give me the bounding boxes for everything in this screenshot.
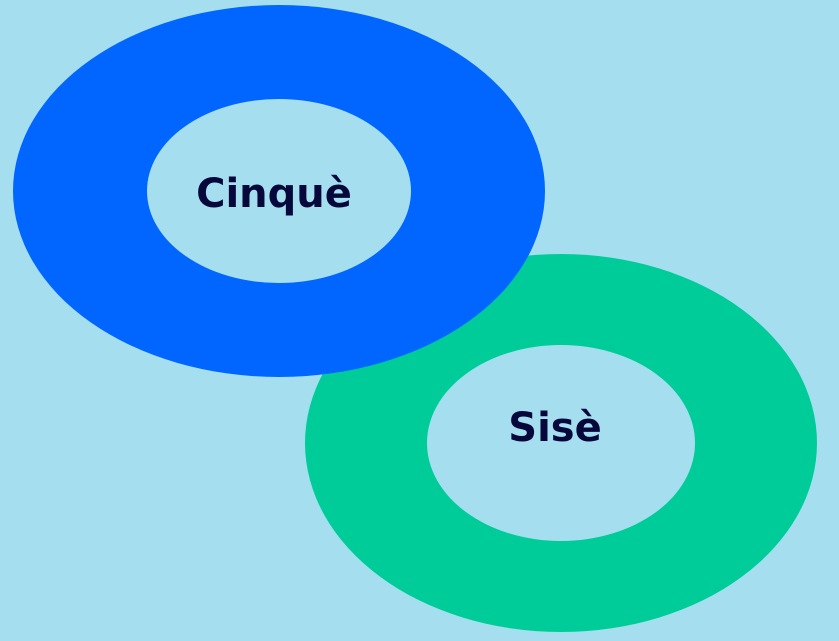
ring-sise: Sisè	[305, 254, 817, 632]
ring-cinque-label: Cinquè	[196, 171, 352, 217]
ring-cinque-band	[13, 5, 545, 377]
ring-cinque: Cinquè	[13, 5, 545, 377]
ring-sise-label: Sisè	[508, 405, 601, 451]
ring-sise-hole	[427, 345, 695, 541]
